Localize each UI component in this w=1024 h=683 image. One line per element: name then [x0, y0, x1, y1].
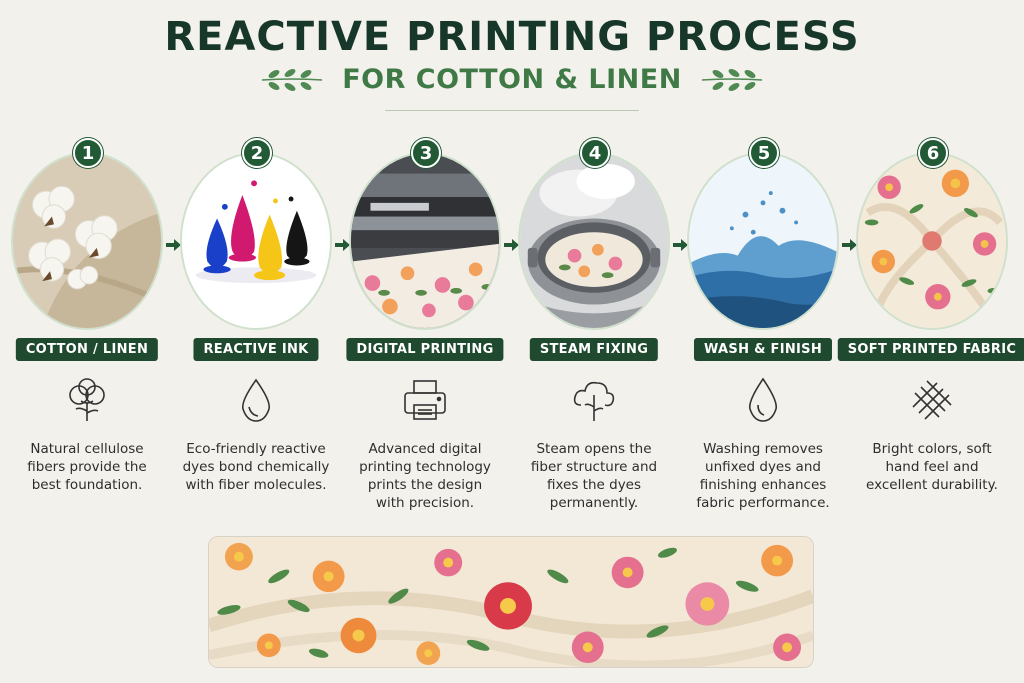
step-soft-printed-fabric: 6 SOFT PRINTED F [837, 138, 1024, 528]
printer-photo [349, 152, 501, 330]
step-description: Eco-friendly reactive dyes bond chemical… [182, 441, 330, 493]
step-digital-printing: 3 DIGITAL PRINTING [341, 138, 509, 528]
step-steam-fixing: 4 STEAM FIXING [510, 138, 678, 528]
step-number: 6 [918, 138, 948, 168]
ink-drop-icon [231, 375, 281, 425]
step-description: Advanced digital printing technology pri… [359, 441, 491, 511]
cotton-plant-icon [62, 375, 112, 425]
arrow-right-icon [166, 239, 181, 251]
page-title: REACTIVE PRINTING PROCESS [164, 14, 860, 60]
step-wash-finish: 5 WASH & FINISH Washing removes [679, 138, 847, 528]
printed-fabric-photo [856, 152, 1008, 330]
step-label: STEAM FIXING [529, 338, 659, 361]
step-number: 5 [749, 138, 779, 168]
step-number: 4 [580, 138, 610, 168]
water-splash-photo [687, 152, 839, 330]
leaf-sprig-left-icon [262, 68, 323, 91]
step-description: Natural cellulose fibers provide the bes… [27, 441, 147, 493]
step-label: SOFT PRINTED FABRIC [837, 338, 1024, 361]
title-divider [385, 110, 639, 111]
step-cotton-linen: 1 COTTON / LINEN [3, 138, 171, 528]
woven-fabric-icon [907, 375, 957, 425]
step-number: 2 [242, 138, 272, 168]
water-drop-icon [738, 375, 788, 425]
floral-fabric-banner-image [208, 536, 814, 668]
step-description: Washing removes unfixed dyes and finishi… [696, 441, 830, 511]
step-number: 1 [73, 138, 103, 168]
arrow-right-icon [504, 239, 519, 251]
step-description: Bright colors, soft hand feel and excell… [866, 441, 998, 493]
step-label: DIGITAL PRINTING [346, 338, 504, 361]
arrow-right-icon [335, 239, 350, 251]
cotton-photo [11, 152, 163, 330]
step-label: COTTON / LINEN [15, 338, 159, 361]
step-number: 3 [411, 138, 441, 168]
ink-drops-photo [180, 152, 332, 330]
step-label: WASH & FINISH [693, 338, 833, 361]
step-reactive-ink: 2 REACTIVE INK [172, 138, 340, 528]
subtitle-row: FOR COTTON & LINEN [0, 64, 1024, 95]
step-label: REACTIVE INK [193, 338, 319, 361]
arrow-right-icon [673, 239, 688, 251]
printer-icon [400, 375, 450, 425]
page-subtitle: FOR COTTON & LINEN [342, 64, 682, 95]
leaf-sprig-right-icon [701, 68, 762, 91]
steam-cloud-icon [569, 375, 619, 425]
arrow-right-icon [842, 239, 857, 251]
steamer-photo [518, 152, 670, 330]
step-description: Steam opens the fiber structure and fixe… [530, 441, 658, 511]
